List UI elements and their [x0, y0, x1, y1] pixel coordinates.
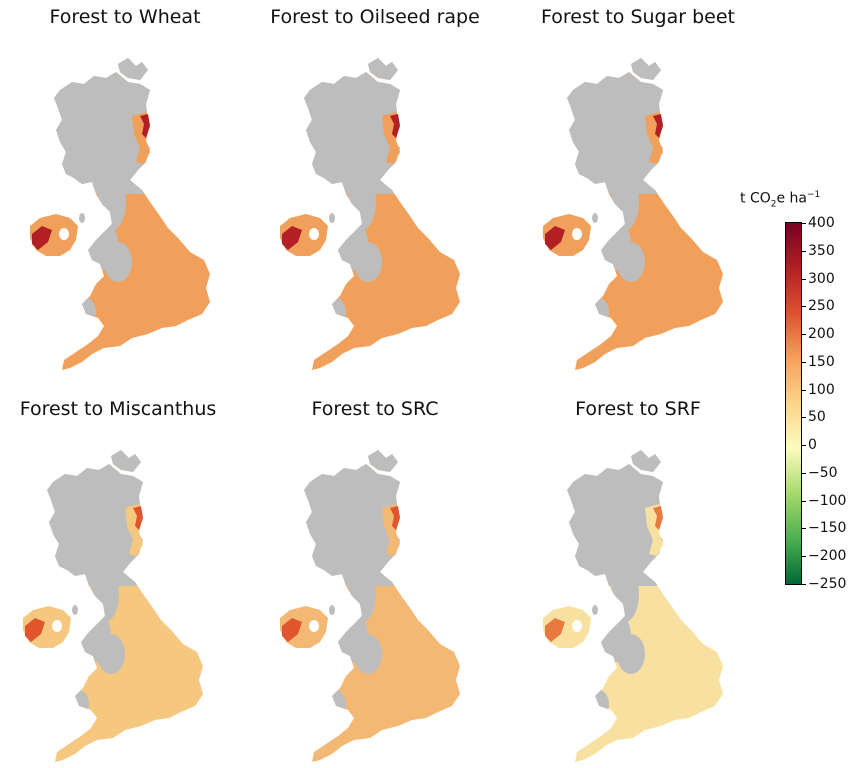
colorbar-tick-label: −100	[808, 492, 847, 509]
hotspot-region	[282, 226, 302, 250]
lough-neagh	[59, 228, 69, 240]
hotspot-region	[545, 226, 565, 250]
hotspot-region	[653, 114, 663, 138]
isle-of-man	[329, 213, 335, 223]
colorbar-label-sup: −1	[806, 190, 821, 200]
colorbar-tick-label: 150	[808, 353, 835, 370]
map-panel-sugar-beet: Forest to Sugar beet	[513, 6, 763, 376]
hotspot-region	[133, 506, 143, 530]
lough-neagh	[572, 228, 582, 240]
map-panel-src: Forest to SRC	[250, 398, 500, 768]
hotspot-region	[32, 226, 52, 250]
isle-of-man	[329, 605, 335, 615]
panel-title: Forest to Sugar beet	[540, 6, 735, 28]
hotspot-region	[140, 114, 150, 138]
hotspot-region	[390, 506, 400, 530]
colorbar-label-prefix: t CO	[740, 190, 771, 207]
colorbar-tick-label: 250	[808, 298, 835, 315]
lough-neagh	[309, 228, 319, 240]
colorbar-label-mid: e ha	[776, 190, 807, 207]
panel-title: Forest to SRC	[311, 398, 439, 420]
colorbar-tick-label: −250	[808, 576, 847, 592]
colorbar-tick-label: 50	[808, 409, 826, 426]
panel-title: Forest to SRF	[575, 398, 701, 420]
colorbar-label-sub: 2	[770, 199, 777, 210]
colorbar-tick-mark	[801, 556, 806, 558]
uk-map	[543, 432, 723, 762]
colorbar-tick-label: 200	[808, 326, 835, 343]
colorbar-tick-label: 300	[808, 270, 835, 287]
colorbar-tick-label: 0	[808, 437, 817, 454]
hotspot-region	[545, 618, 565, 642]
colorbar-tick-mark	[801, 223, 806, 224]
lough-neagh	[572, 620, 582, 632]
map-panel-oilseed-rape: Forest to Oilseed rape	[250, 6, 500, 376]
hotspot-region	[390, 114, 400, 138]
hotspot-region	[282, 618, 302, 642]
uk-map	[30, 40, 210, 370]
colorbar-tick-mark	[801, 278, 806, 280]
panel-title: Forest to Oilseed rape	[270, 6, 480, 28]
uk-map	[280, 432, 460, 762]
colorbar-tick-label: −150	[808, 520, 847, 537]
colorbar-label: t CO2e ha−1	[740, 190, 820, 209]
colorbar-tick-mark	[801, 306, 806, 308]
panel-title: Forest to Wheat	[49, 6, 201, 28]
isle-of-man	[592, 605, 598, 615]
colorbar-tick-mark	[801, 250, 806, 252]
hotspot-region	[25, 618, 45, 642]
colorbar-tick-mark	[801, 334, 806, 336]
colorbar-tick-mark	[801, 500, 806, 502]
uk-map	[543, 40, 723, 370]
map-panel-wheat: Forest to Wheat	[0, 6, 250, 376]
colorbar-tick-label: −50	[808, 464, 838, 481]
colorbar-tick-label: −200	[808, 548, 847, 565]
colorbar-tick-label: 400	[808, 215, 835, 231]
colorbar-tick-label: 350	[808, 242, 835, 259]
colorbar-tick-label: 100	[808, 381, 835, 398]
colorbar-tick-mark	[801, 389, 806, 391]
colorbar-tick-mark	[801, 528, 806, 530]
colorbar-tick-mark	[801, 361, 806, 363]
map-panel-miscanthus: Forest to Miscanthus	[0, 398, 243, 768]
uk-map	[23, 432, 203, 762]
map-panel-srf: Forest to SRF	[513, 398, 763, 768]
lough-neagh	[309, 620, 319, 632]
colorbar-tick-mark	[801, 417, 806, 419]
isle-of-man	[72, 605, 78, 615]
hotspot-region	[653, 506, 663, 530]
isle-of-man	[79, 213, 85, 223]
colorbar-tick-mark	[801, 445, 806, 447]
lough-neagh	[52, 620, 62, 632]
isle-of-man	[592, 213, 598, 223]
colorbar-tick-mark	[801, 584, 806, 585]
colorbar	[785, 222, 802, 585]
uk-map	[280, 40, 460, 370]
colorbar-tick-mark	[801, 472, 806, 474]
panel-title: Forest to Miscanthus	[19, 398, 217, 420]
